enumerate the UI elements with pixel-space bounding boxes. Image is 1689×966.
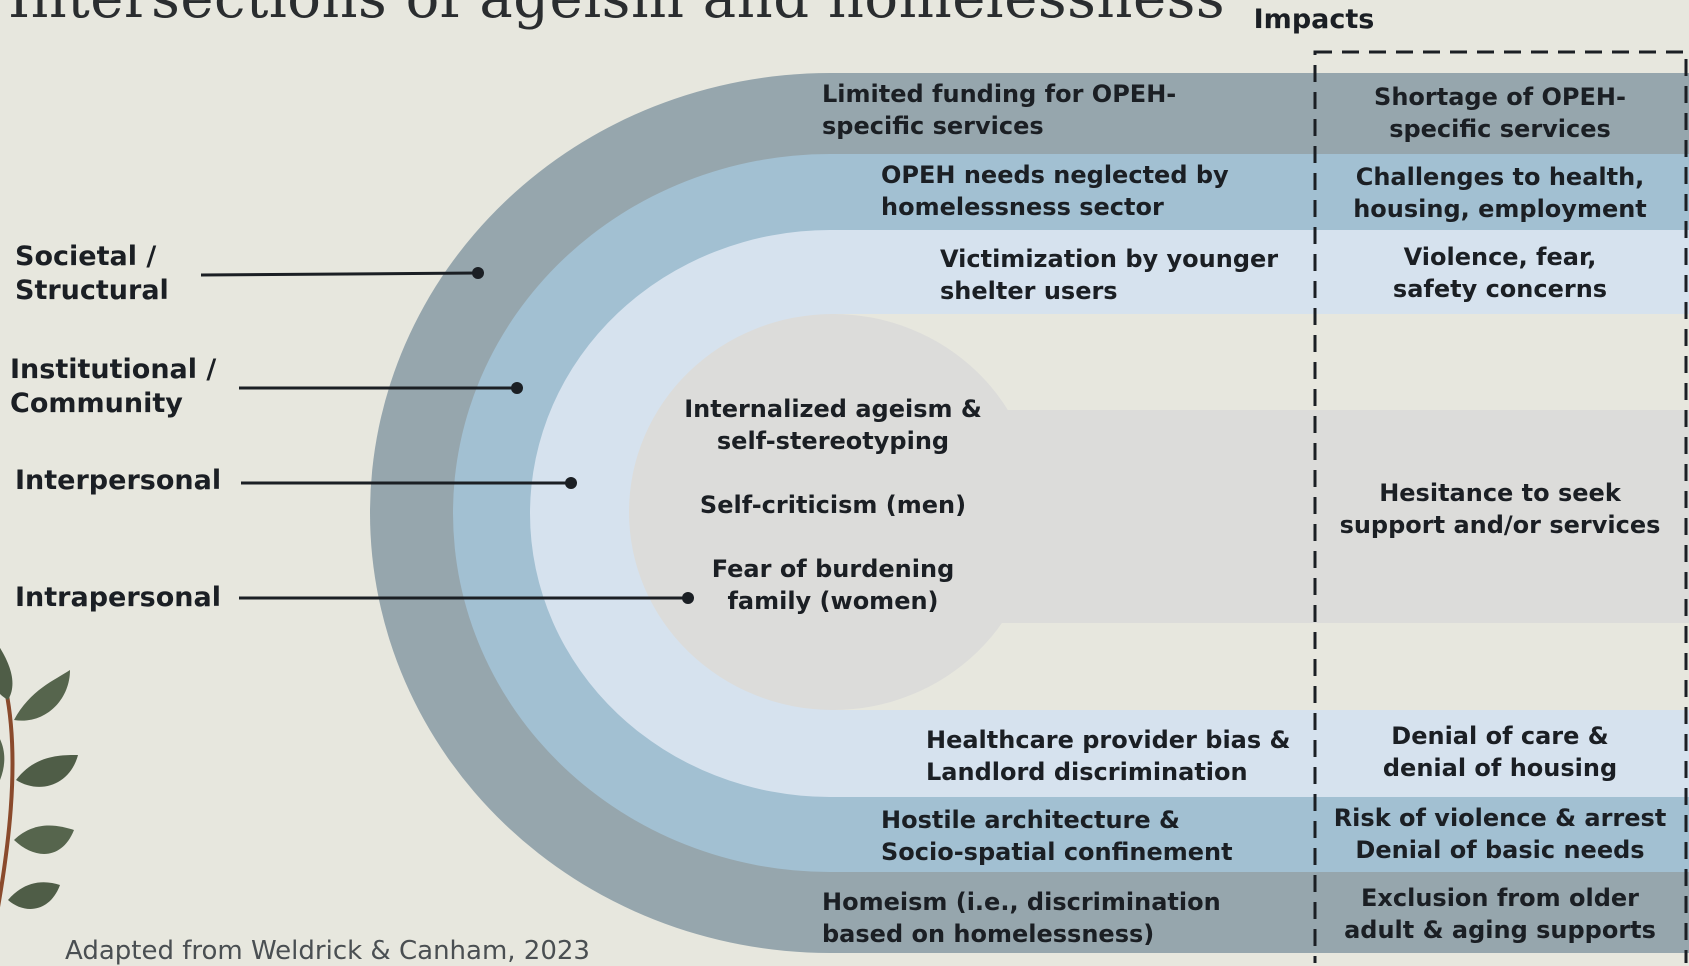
impact-societal-bottom: Exclusion from older adult & aging suppo… (1344, 884, 1656, 944)
leaf (0, 739, 5, 780)
leaf (14, 825, 74, 854)
leaf (0, 647, 13, 700)
dot-societal (472, 267, 484, 279)
leaf-decoration (0, 647, 78, 909)
impacts-box (1313, 50, 1688, 963)
cause-interpersonal-top: Victimization by younger shelter users (940, 245, 1279, 305)
cause-societal-top: Limited funding for OPEH- specific servi… (822, 80, 1177, 140)
impact-intrapersonal: Hesitance to seek support and/or service… (1339, 479, 1661, 539)
intrapersonal-item: Self-criticism (men) (699, 491, 967, 519)
intrapersonal-item: Fear of burdening family (women) (711, 555, 955, 615)
cause-institutional-bottom: Hostile architecture & Socio-spatial con… (881, 806, 1233, 866)
level-label-societal: Societal / Structural (15, 241, 169, 306)
intrapersonal-item: Internalized ageism & self-stereotyping (684, 395, 982, 455)
impact-societal-top: Shortage of OPEH- specific services (1374, 83, 1626, 143)
impact-institutional-bottom: Risk of violence & arrest Denial of basi… (1333, 804, 1667, 864)
dot-intrapersonal (682, 592, 694, 604)
leaf (14, 670, 70, 721)
dot-interpersonal (565, 477, 577, 489)
intrapersonal-band (830, 410, 1689, 623)
connector-societal (200, 271, 479, 277)
level-label-intrapersonal: Intrapersonal (15, 582, 221, 613)
level-connectors (200, 271, 688, 600)
dot-institutional (511, 382, 523, 394)
citation: Adapted from Weldrick & Canham, 2023 (65, 936, 590, 966)
cause-interpersonal-bottom: Healthcare provider bias & Landlord disc… (926, 726, 1291, 786)
impact-interpersonal-bottom: Denial of care & denial of housing (1382, 722, 1618, 782)
impact-institutional-top: Challenges to health, housing, employmen… (1353, 163, 1647, 223)
leaf (16, 755, 78, 787)
impacts-header: Impacts (1253, 4, 1375, 35)
connector-dots (472, 267, 694, 604)
cause-societal-bottom: Homeism (i.e., discrimination based on h… (822, 888, 1221, 948)
impact-interpersonal-top: Violence, fear, safety concerns (1392, 243, 1608, 303)
leaf (8, 882, 60, 909)
cause-institutional-top: OPEH needs neglected by homelessness sec… (881, 161, 1229, 221)
level-label-institutional: Institutional / Community (10, 354, 217, 419)
level-label-interpersonal: Interpersonal (15, 465, 222, 496)
page-title: Intersections of ageism and homelessness (8, 0, 1225, 31)
